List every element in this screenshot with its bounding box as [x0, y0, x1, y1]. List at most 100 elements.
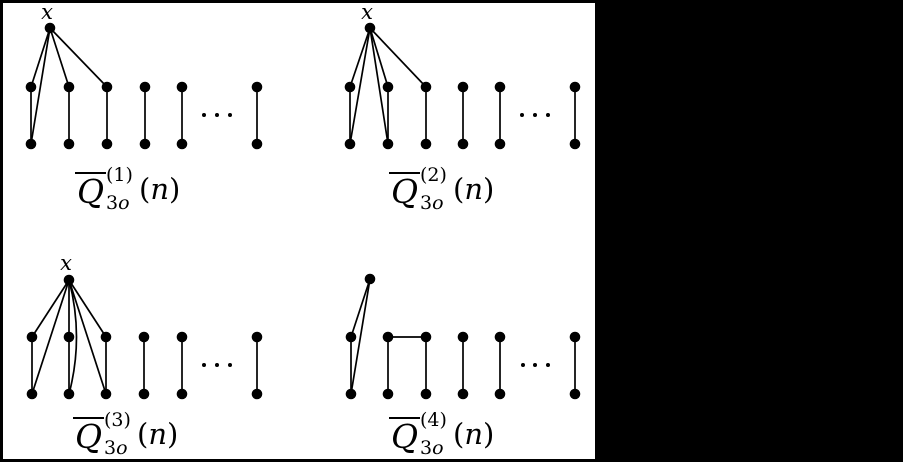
vertex	[494, 331, 506, 343]
vertex	[420, 331, 432, 343]
label-q-base: Q	[389, 172, 421, 211]
ellipsis-dot	[521, 363, 525, 367]
vertex	[457, 81, 469, 93]
apex-edge	[349, 27, 371, 145]
vertex-label-x: x	[60, 251, 72, 275]
graph-caption-4: Q (4) 3o (n)	[389, 411, 507, 459]
ellipsis-dot	[533, 363, 537, 367]
label-superscript: (3)	[104, 409, 131, 431]
apex-edge	[31, 279, 70, 395]
graph-caption-1: Q (1) 3o (n)	[75, 164, 193, 214]
vertex	[345, 331, 357, 343]
vertex	[494, 81, 506, 93]
graph-caption-2: Q (2) 3o (n)	[389, 164, 507, 214]
vertex	[345, 388, 357, 400]
label-argument: (n)	[137, 417, 179, 451]
apex-edge	[369, 27, 389, 145]
label-subscript: 3o	[420, 437, 444, 459]
vertex	[494, 388, 506, 400]
ellipsis-dot	[546, 363, 550, 367]
vertex	[101, 138, 113, 150]
ellipsis-dot	[546, 113, 550, 117]
label-superscript: (2)	[420, 164, 447, 186]
vertex	[176, 331, 188, 343]
apex-edge	[369, 27, 389, 88]
vertex	[344, 81, 356, 93]
vertex	[176, 388, 188, 400]
vertex	[25, 81, 37, 93]
apex-edge	[31, 279, 70, 338]
black-mask-panel	[595, 0, 903, 462]
vertex	[176, 81, 188, 93]
graph-caption-3: Q (3) 3o (n)	[73, 409, 191, 458]
vertex	[251, 81, 263, 93]
apex-edge	[49, 27, 70, 88]
vertex	[251, 388, 263, 400]
vertex	[176, 138, 188, 150]
vertex	[100, 388, 112, 400]
ellipsis-dot	[520, 113, 524, 117]
vertex	[569, 81, 581, 93]
apex-edge	[350, 278, 371, 395]
vertex	[420, 388, 432, 400]
vertex	[382, 81, 394, 93]
vertex	[138, 388, 150, 400]
vertex	[63, 331, 75, 343]
graph-diagrams: x x x	[25, 0, 581, 400]
vertex	[63, 138, 75, 150]
vertex-label-x: x	[361, 0, 373, 24]
ellipsis-dot	[215, 113, 219, 117]
label-argument: (n)	[453, 417, 495, 451]
label-superscript: (1)	[106, 164, 133, 186]
label-subscript: 3o	[420, 192, 444, 214]
apex-edge	[68, 279, 107, 395]
apex-vertex	[63, 274, 75, 286]
top-border-line	[0, 0, 903, 3]
vertex	[420, 138, 432, 150]
vertex	[457, 138, 469, 150]
vertex	[63, 81, 75, 93]
vertex	[344, 138, 356, 150]
vertex	[26, 388, 38, 400]
apex-edge	[68, 279, 107, 338]
vertex	[382, 331, 394, 343]
apex-curved-edge	[68, 279, 78, 395]
vertex	[139, 138, 151, 150]
vertex	[457, 388, 469, 400]
apex-vertex	[364, 22, 376, 34]
ellipsis-dot	[228, 363, 232, 367]
ellipsis-dot	[202, 363, 206, 367]
vertex	[100, 331, 112, 343]
label-argument: (n)	[139, 172, 181, 206]
label-argument: (n)	[453, 172, 495, 206]
bottom-border-line	[0, 459, 903, 462]
vertex	[382, 138, 394, 150]
vertex	[382, 388, 394, 400]
ellipsis-dot	[202, 113, 206, 117]
vertex	[101, 81, 113, 93]
vertex	[63, 388, 75, 400]
vertex-label-x: x	[41, 0, 53, 24]
vertex	[569, 138, 581, 150]
apex-edge	[369, 27, 427, 88]
vertex	[569, 331, 581, 343]
ellipsis-dot	[228, 113, 232, 117]
apex-edge	[49, 27, 108, 88]
label-q-base: Q	[73, 417, 105, 456]
vertex	[138, 331, 150, 343]
label-q-base: Q	[389, 417, 421, 456]
apex-vertex	[364, 273, 376, 285]
apex-vertex	[44, 22, 56, 34]
ellipsis-dot	[533, 113, 537, 117]
vertex	[26, 331, 38, 343]
label-q-base: Q	[75, 172, 107, 211]
vertex	[25, 138, 37, 150]
apex-edge	[30, 27, 51, 88]
vertex	[139, 81, 151, 93]
apex-edge	[350, 278, 371, 338]
vertex	[569, 388, 581, 400]
label-subscript: 3o	[106, 192, 130, 214]
vertex	[251, 138, 263, 150]
vertex	[251, 331, 263, 343]
